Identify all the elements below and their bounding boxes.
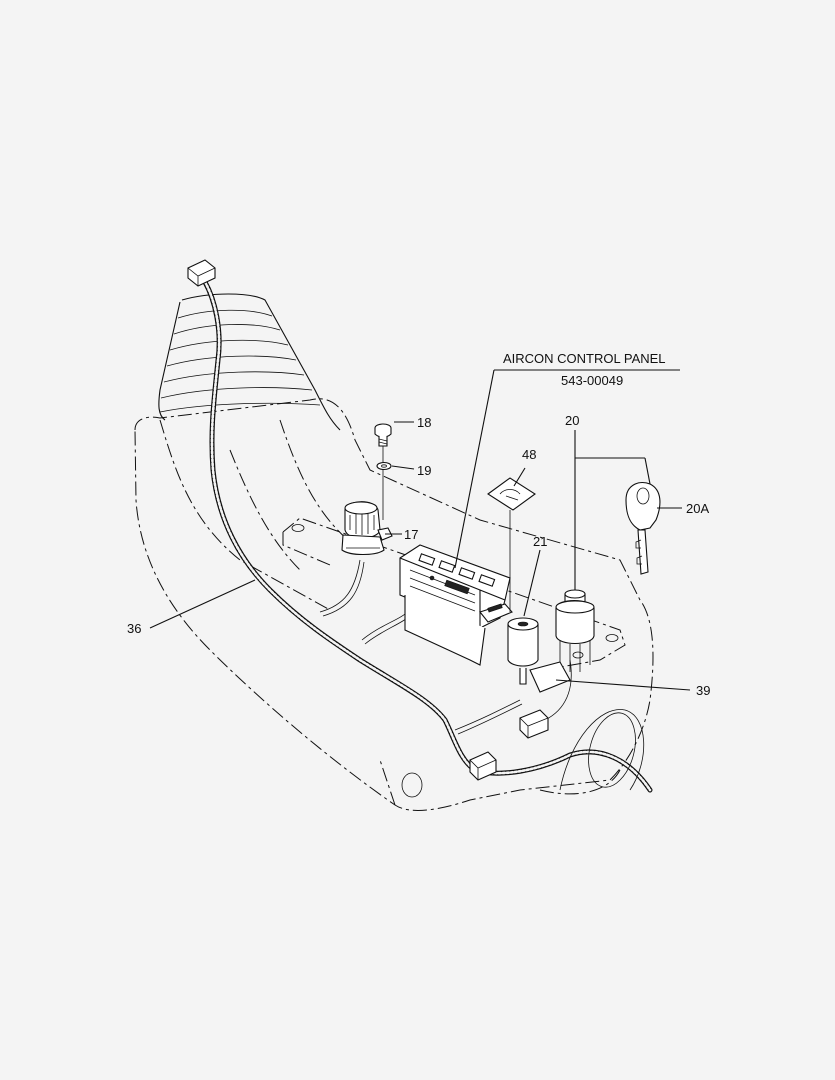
callout-21: 21 [533,534,547,549]
joystick-boot [158,293,341,431]
key-part-20a [625,482,661,575]
panel-title-label: AIRCON CONTROL PANEL [503,351,666,366]
console-top-plate [282,517,626,669]
socket-part-21 [507,617,539,685]
callout-19: 19 [417,463,431,478]
rear-cylinder [401,709,645,798]
callout-36: 36 [127,621,141,636]
harness-cable-36 [202,279,653,793]
sub-harness [319,559,572,735]
callout-20: 20 [565,413,579,428]
leader-lines [149,369,691,691]
callout-17: 17 [404,527,418,542]
switch-part-17 [341,501,393,556]
aircon-control-panel [399,544,513,666]
ignition-switch-part-20 [529,589,595,693]
harness-connectors [469,709,549,781]
panel-part-number-label: 543-00049 [561,373,623,388]
callout-20a: 20A [686,501,709,516]
callout-39: 39 [696,683,710,698]
callout-18: 18 [417,415,431,430]
decal-part-48 [487,477,536,612]
bolt-part-18 [374,423,392,520]
top-connector [187,259,216,287]
callout-48: 48 [522,447,536,462]
washer-part-19 [376,461,392,471]
text-labels: AIRCON CONTROL PANEL 543-00049 18 19 17 … [127,351,710,698]
